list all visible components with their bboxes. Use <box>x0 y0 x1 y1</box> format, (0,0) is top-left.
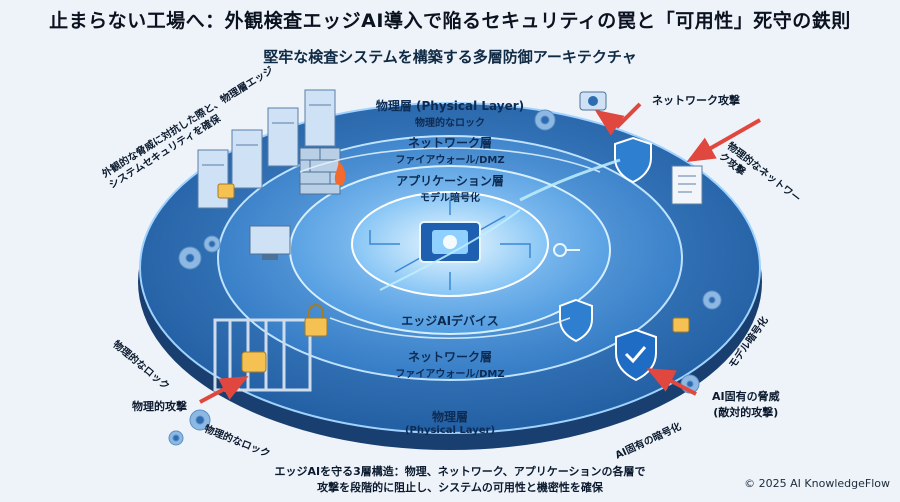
flow-arrows <box>299 147 621 340</box>
physical-layer-bottom-name: 物理層 <box>431 410 468 424</box>
footer-caption: エッジAIを守る3層構造：物理、ネットワーク、アプリケーションの各層で 攻撃を段… <box>250 464 670 496</box>
network-layer-top-desc: ファイアウォール/DMZ <box>395 155 505 166</box>
shield-icon <box>559 136 657 382</box>
label-physical-layer-bottom: 物理層 (Physical Layer) <box>350 408 550 436</box>
edge-ai-chip-icon <box>419 221 481 263</box>
label-network-layer-top: ネットワーク層 ファイアウォール/DMZ <box>350 134 550 166</box>
label-edge-ai-device: エッジAIデバイス <box>350 312 550 329</box>
lock-icon <box>217 183 690 337</box>
server-rack-icon <box>197 89 336 209</box>
key-icon <box>553 243 580 257</box>
physical-attack-arrow <box>199 376 249 404</box>
ai-threat-line1: AI固有の脅威 <box>712 390 780 403</box>
edge-ai-device-name: エッジAIデバイス <box>401 314 499 328</box>
ai-threat-line2: (敵対的攻撃) <box>713 406 779 419</box>
circuit-lines <box>369 200 531 290</box>
copyright: © 2025 AI KnowledgeFlow <box>744 477 890 490</box>
physical-layer-bottom-desc: (Physical Layer) <box>404 425 496 436</box>
firewall-icon <box>299 147 346 195</box>
network-layer-bottom-desc: ファイアウォール/DMZ <box>395 369 505 380</box>
gear-icon <box>168 109 722 446</box>
footer-line2: 攻撃を段階的に阻止し、システムの可用性と機密性を確保 <box>317 481 603 494</box>
attack-arrows <box>199 102 761 404</box>
physical-layer-top-name: 物理層 (Physical Layer) <box>375 99 525 113</box>
application-layer-top-desc: モデル暗号化 <box>420 193 480 204</box>
camera-icon <box>579 91 607 111</box>
document-icon <box>671 165 703 205</box>
ai-threat-arrow <box>646 368 697 396</box>
page-title: 止まらない工場へ：外観検査エッジAI導入で陥るセキュリティの罠と「可用性」死守の… <box>49 10 851 32</box>
label-application-layer-top: アプリケーション層 モデル暗号化 <box>350 172 550 204</box>
annotation-ai-threat: AI固有の脅威 (敵対的攻撃) <box>712 388 780 420</box>
physical-layer-top-desc: 物理的なロック <box>415 118 485 129</box>
network-attack-arrow <box>594 102 642 136</box>
monitor-icon <box>249 225 291 260</box>
label-physical-layer-top: 物理層 (Physical Layer) 物理的なロック <box>350 97 550 129</box>
page-subtitle: 堅牢な検査システムを構築する多層防御アーキテクチャ <box>263 48 637 66</box>
application-layer-top-name: アプリケーション層 <box>396 174 504 188</box>
physical-network-attack-arrow <box>686 118 761 162</box>
network-layer-bottom-name: ネットワーク層 <box>407 350 492 364</box>
label-network-layer-bottom: ネットワーク層 ファイアウォール/DMZ <box>350 348 550 380</box>
network-layer-top-name: ネットワーク層 <box>407 136 492 150</box>
annotation-physical-attack: 物理的攻撃 <box>132 400 187 413</box>
footer-line1: エッジAIを守る3層構造：物理、ネットワーク、アプリケーションの各層で <box>274 465 646 478</box>
annotation-network-attack: ネットワーク攻撃 <box>652 94 740 107</box>
